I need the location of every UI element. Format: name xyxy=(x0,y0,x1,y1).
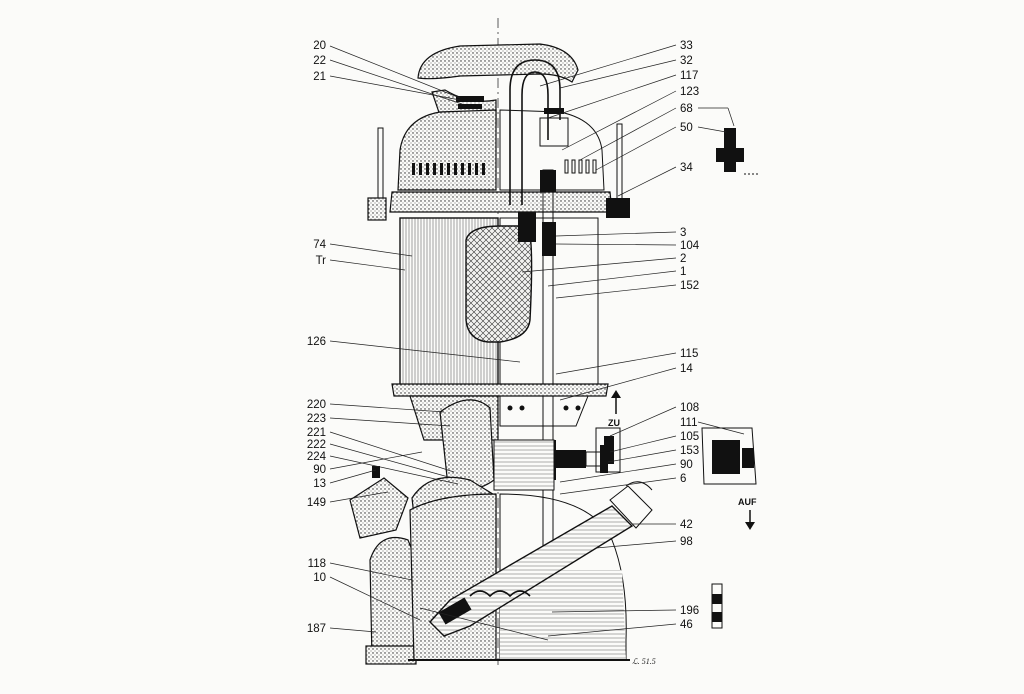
label-zu: ZU xyxy=(608,418,620,428)
glass-globe xyxy=(399,212,599,387)
callout-74: 74 xyxy=(313,239,326,251)
callout-21: 21 xyxy=(313,71,326,83)
labels-right: 33 32 117 123 68 50 34 3 104 2 1 152 115… xyxy=(680,40,700,631)
callout-2: 2 xyxy=(680,253,686,265)
callout-46: 46 xyxy=(680,619,693,631)
callout-115: 115 xyxy=(680,348,698,360)
callout-117: 117 xyxy=(680,70,698,82)
detail-196 xyxy=(711,583,723,629)
callout-33: 33 xyxy=(680,40,693,52)
callout-3: 3 xyxy=(680,227,686,239)
side-rods xyxy=(367,123,630,221)
valve-assembly xyxy=(556,445,608,473)
callout-22: 22 xyxy=(313,55,326,67)
callout-50: 50 xyxy=(680,122,693,134)
callout-153: 153 xyxy=(680,445,699,457)
callout-98: 98 xyxy=(680,536,693,548)
callout-13: 13 xyxy=(313,478,326,490)
callout-187: 187 xyxy=(307,623,326,635)
callout-196: 196 xyxy=(680,605,699,617)
callout-20: 20 xyxy=(313,40,326,52)
callout-152: 152 xyxy=(680,280,699,292)
callout-222: 222 xyxy=(307,439,326,451)
callout-6: 6 xyxy=(680,473,686,485)
leader-lines-left xyxy=(329,45,549,641)
detail-valve-105 xyxy=(595,427,757,485)
callout-118: 118 xyxy=(308,558,326,570)
callout-220: 220 xyxy=(307,399,326,411)
callout-126: 126 xyxy=(307,336,326,348)
callout-223: 223 xyxy=(307,413,326,425)
leader-lines-right xyxy=(521,44,745,637)
labels-left: 20 22 21 74 Tr 126 220 223 221 222 224 9… xyxy=(307,40,327,635)
callout-149: 149 xyxy=(307,497,326,509)
callout-tr: Tr xyxy=(316,255,327,267)
artist-signature: ℒ. 51.5 xyxy=(632,657,656,666)
callout-1: 1 xyxy=(680,266,686,278)
callout-34: 34 xyxy=(680,162,693,174)
callout-104: 104 xyxy=(680,240,700,252)
callout-111: 111 xyxy=(680,417,697,429)
callout-105: 105 xyxy=(680,431,699,443)
callout-108: 108 xyxy=(680,402,699,414)
arrow-auf: AUF xyxy=(738,497,757,530)
callout-10: 10 xyxy=(313,572,326,584)
callout-32: 32 xyxy=(680,55,693,67)
arrow-zu: ZU xyxy=(608,390,621,428)
callout-224: 224 xyxy=(307,451,327,463)
generator-tube xyxy=(509,59,569,205)
pump xyxy=(429,481,653,637)
callout-90-right: 90 xyxy=(680,459,693,471)
label-auf: AUF xyxy=(738,497,757,507)
hood xyxy=(389,43,613,213)
callout-90-left: 90 xyxy=(313,464,326,476)
callout-68: 68 xyxy=(680,103,693,115)
detail-needle-68-50 xyxy=(716,128,760,175)
callout-221: 221 xyxy=(307,427,326,439)
callout-123: 123 xyxy=(680,86,699,98)
burner-collar xyxy=(391,383,609,491)
callout-14: 14 xyxy=(680,363,693,375)
callout-42: 42 xyxy=(680,519,693,531)
